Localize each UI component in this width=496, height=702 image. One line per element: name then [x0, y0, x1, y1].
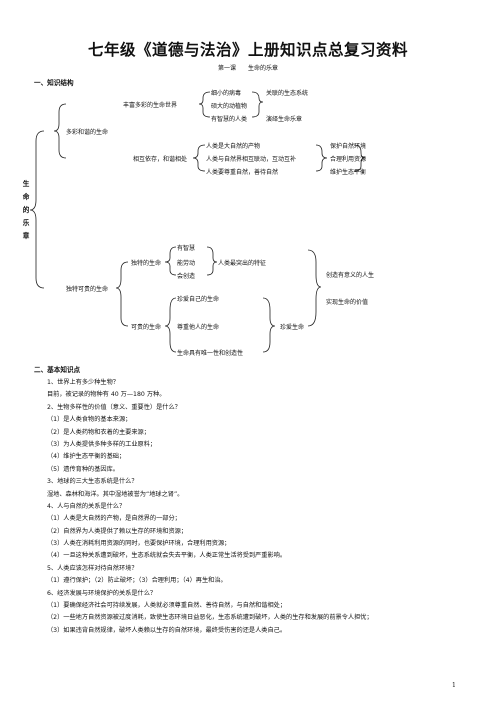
traits-right-brace: [206, 246, 218, 276]
text-line: （4）一旦这种关系遭到破坏，生态系统就会失去平衡，人类正常生活将受到严重影响。: [47, 552, 287, 560]
inter-result: 合理利用资源: [330, 156, 367, 163]
diverse-brace: [53, 103, 67, 159]
root-char: 的: [22, 206, 30, 214]
text-line: （3）如果违背自然规律，破坏人类赖以生存的自然环境，最终受伤害的还是人类自己。: [47, 626, 287, 634]
text-line: 1、世界上有多少种生物？: [47, 379, 119, 386]
value-meaningful: 创造有意义的人生: [326, 272, 375, 279]
unique-title: 独特的生命: [131, 260, 162, 267]
text-line: 湿地、森林和海洋。其中湿地被誉为“地球之肾”。: [47, 490, 184, 498]
inter-item: 人类是大自然的产物: [206, 143, 261, 150]
unique-traits-brace: [164, 246, 177, 276]
root-char: 乐: [22, 219, 30, 227]
text-line: 目前，被记录的物种有 40 万—180 万种。: [47, 391, 166, 399]
text-line: （5）遗传育种的基因库。: [47, 465, 119, 473]
lesson-subtitle: 第一课 生命的乐章: [217, 65, 278, 72]
branch-diverse: 多彩和谐的生命: [66, 129, 109, 136]
unique-trait: 有智慧: [177, 245, 196, 252]
inter-result: 保护自然环境: [330, 143, 367, 150]
world-item: 硕大的动植物: [211, 103, 248, 110]
world-item: 有智慧的人类: [211, 116, 248, 123]
precious-item: 珍爱自己的生命: [177, 296, 220, 303]
root-char: 生: [22, 180, 30, 188]
text-line: （1）是人类食物的基本来源；: [47, 416, 132, 424]
knowledge-points: 1、世界上有多少种生物？ 目前，被记录的物种有 40 万—180 万种。 2、生…: [47, 377, 477, 637]
world-result: 关联的生态系统: [266, 90, 309, 97]
text-line: 3、地球的三大生态系统是什么？: [47, 478, 138, 486]
root-char: 命: [22, 193, 30, 201]
precious-brace: [164, 297, 177, 353]
text-line: （1）要确保经济社会可持续发展，人类就必须尊重自然、善待自然，与自然和谐相处；: [47, 602, 287, 610]
inter-brace: [192, 144, 206, 172]
text-line: （2）一些地方自然资源被过度消耗，致使生态环境日益恶化，生态系统遭到破坏，人类的…: [47, 614, 373, 622]
text-line: （3）人类在消耗利用资源的同时，也要保护环境，合理利用资源；: [47, 540, 231, 548]
cherish-brace: [262, 297, 276, 353]
root-brace: [29, 130, 45, 289]
unique-trait: 能劳动: [177, 260, 196, 267]
text-line: （1）人类是大自然的产物，是自然界的一部分；: [47, 515, 181, 523]
section-heading-knowledge: 二、基本知识点: [34, 366, 81, 374]
unique-brace: [115, 261, 129, 327]
precious-title: 可贵的生命: [131, 324, 162, 331]
world-result: 演绎生命乐章: [266, 116, 303, 123]
unique-trait: 会创造: [177, 273, 196, 280]
inter-item: 人类要尊重自然，善待自然: [206, 169, 279, 176]
cherish-life: 珍爱生命: [280, 324, 305, 331]
section-heading-structure: 一、知识结构: [34, 79, 74, 87]
value-brace: [307, 249, 322, 327]
text-line: 6、经济发展与环境保护的关系是什么？: [47, 589, 157, 597]
interdependence: 相互依存，和谐相处: [133, 156, 188, 163]
world-right-brace: [251, 91, 264, 118]
results-right-brace: [353, 144, 366, 172]
text-line: （2）是人类药物和衣着的主要来源；: [47, 428, 150, 436]
text-line: 2、生物多样性的价值（意义、重要性）是什么？: [47, 403, 181, 411]
inter-item: 人类与自然界相互联动，互动互补: [206, 156, 297, 163]
inter-result: 维护生态平衡: [330, 169, 367, 176]
text-line: 5、人类应该怎样对待自然环境？: [47, 564, 138, 572]
world-brace: [198, 91, 211, 118]
unique-feature: 人类最突出的特征: [218, 260, 267, 267]
text-line: （3）为人类提供多种多样的工业原料；: [47, 440, 157, 448]
root-char: 章: [22, 232, 30, 240]
text-line: 4、人与自然的关系是什么？: [47, 502, 126, 510]
text-line: （4）维护生态平衡的基础；: [47, 453, 126, 461]
diagram-root-label: 生 命 的 乐 章: [20, 178, 32, 243]
text-line: （1）遵行保护；（2）防止破坏；（3）合理利用；（4）再生和治。: [47, 577, 227, 585]
value-realize: 实现生命的价值: [326, 299, 369, 306]
precious-item: 生命具有唯一性和创造性: [177, 350, 244, 357]
text-line: （2）自然界为人类提供了赖以生存的环境和资源；: [47, 527, 188, 535]
diverse-world: 丰富多彩的生命世界: [123, 102, 178, 109]
branch-unique: 独特可贵的生命: [66, 286, 109, 293]
precious-item: 尊重他人的生命: [177, 324, 220, 331]
page-number: 1: [452, 682, 456, 689]
document-title: 七年级《道德与法治》上册知识点总复习资料: [87, 41, 408, 59]
world-item: 细小的病毒: [211, 90, 242, 97]
inter-right-brace: [315, 144, 328, 172]
